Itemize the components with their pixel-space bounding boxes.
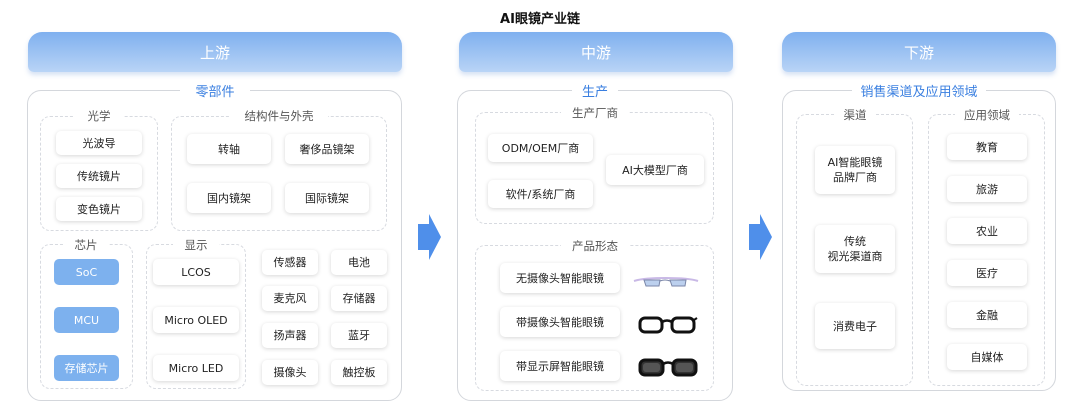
downstream-section-title: 销售渠道及应用领域 — [852, 81, 986, 100]
arrow-right-icon — [749, 214, 772, 260]
component-card: 蓝牙 — [331, 323, 387, 348]
component-card: 扬声器 — [262, 323, 318, 348]
application-card: 自媒体 — [947, 344, 1027, 370]
tab-upstream: 上游 — [28, 32, 402, 72]
chip-card: MCU — [54, 307, 119, 333]
application-card: 医疗 — [947, 260, 1027, 286]
product-form-card: 无摄像头智能眼镜 — [500, 263, 620, 293]
tab-midstream: 中游 — [459, 32, 733, 72]
glasses-icon — [638, 316, 698, 334]
optics-label: 光学 — [74, 108, 124, 124]
maker-card: ODM/OEM厂商 — [488, 134, 593, 162]
application-card: 金融 — [947, 302, 1027, 328]
makers-label: 生产厂商 — [561, 105, 629, 121]
tab-downstream: 下游 — [782, 32, 1056, 72]
page-title: AI眼镜产业链 — [500, 12, 580, 27]
component-card: 传统镜片 — [56, 164, 142, 188]
glasses-icon — [633, 277, 699, 287]
application-card: 农业 — [947, 218, 1027, 244]
maker-card: 软件/系统厂商 — [488, 180, 593, 208]
display-label: 显示 — [173, 237, 219, 253]
display-card: Micro OLED — [153, 307, 239, 333]
component-card: 传感器 — [262, 250, 318, 275]
forms-label: 产品形态 — [561, 238, 629, 254]
component-card: 变色镜片 — [56, 197, 142, 221]
chip-card: 存储芯片 — [54, 355, 119, 381]
component-card: 转轴 — [187, 134, 271, 164]
channel-card: 传统 视光渠道商 — [815, 225, 895, 273]
maker-card: AI大模型厂商 — [606, 155, 704, 185]
structure-label: 结构件与外壳 — [230, 108, 328, 124]
product-form-card: 带显示屏智能眼镜 — [500, 351, 620, 381]
display-card: LCOS — [153, 259, 239, 285]
channel-card: 消费电子 — [815, 303, 895, 349]
component-card: 电池 — [331, 250, 387, 275]
component-card: 光波导 — [56, 131, 142, 155]
component-card: 存储器 — [331, 286, 387, 311]
chip-card: SoC — [54, 259, 119, 285]
glasses-icon — [638, 358, 698, 377]
component-card: 摄像头 — [262, 360, 318, 385]
upstream-section-title: 零部件 — [180, 81, 250, 100]
component-card: 国际镜架 — [285, 183, 369, 213]
channels-label: 渠道 — [834, 107, 876, 123]
channel-card: AI智能眼镜 品牌厂商 — [815, 146, 895, 194]
component-card: 国内镜架 — [187, 183, 271, 213]
chips-label: 芯片 — [64, 237, 108, 253]
arrow-right-icon — [418, 214, 441, 260]
product-form-card: 带摄像头智能眼镜 — [500, 307, 620, 337]
applications-label: 应用领域 — [955, 107, 1019, 123]
component-card: 麦克风 — [262, 286, 318, 311]
component-card: 奢侈品镜架 — [285, 134, 369, 164]
display-card: Micro LED — [153, 355, 239, 381]
component-card: 触控板 — [331, 360, 387, 385]
application-card: 旅游 — [947, 176, 1027, 202]
application-card: 教育 — [947, 134, 1027, 160]
midstream-section-title: 生产 — [572, 81, 618, 100]
